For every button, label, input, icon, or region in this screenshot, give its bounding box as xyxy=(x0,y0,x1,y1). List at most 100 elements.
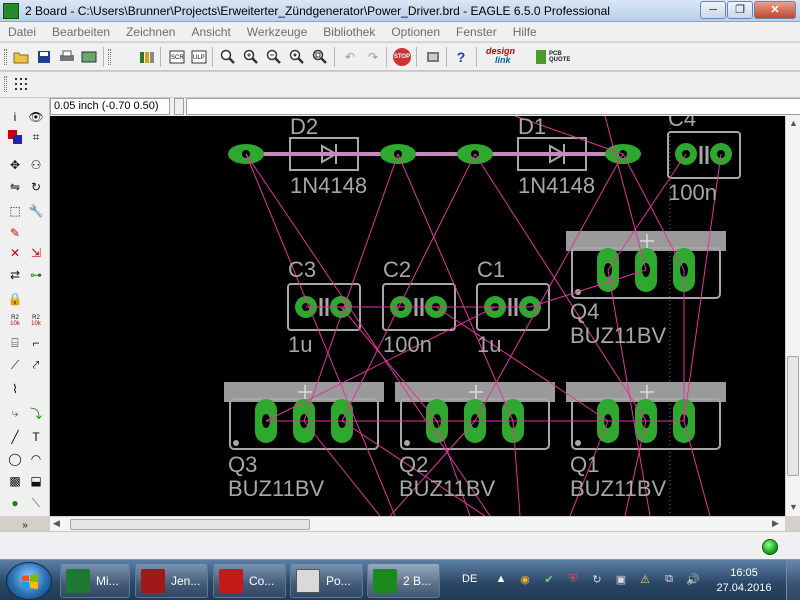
horizontal-scroll-thumb[interactable] xyxy=(70,519,310,530)
start-button[interactable] xyxy=(6,562,52,600)
rotate-icon[interactable]: ↻ xyxy=(30,180,42,194)
command-line-input[interactable] xyxy=(186,98,800,115)
mark-icon[interactable]: ⌗ xyxy=(32,129,40,144)
print-icon[interactable] xyxy=(58,48,76,66)
circle-icon[interactable]: ◯ xyxy=(8,452,22,466)
tray-check-icon[interactable]: ✔ xyxy=(544,573,554,586)
task-paint[interactable]: Jen... xyxy=(135,563,208,598)
undo-icon[interactable]: ↶ xyxy=(344,50,356,64)
tray-app-icon[interactable]: ◉ xyxy=(520,573,530,586)
script-icon[interactable]: SCR xyxy=(168,48,186,66)
redo-icon[interactable]: ↷ xyxy=(367,50,379,64)
route-icon[interactable]: ⤷ xyxy=(11,405,19,420)
minimize-button[interactable]: ─ xyxy=(700,1,726,19)
replace-icon[interactable]: ⊶ xyxy=(30,268,42,282)
eagle-app-icon[interactable] xyxy=(3,2,19,19)
vertical-scroll-thumb[interactable] xyxy=(787,356,799,476)
close-button[interactable]: ✕ xyxy=(754,1,796,19)
vertical-scrollbar[interactable]: ▲ ▼ xyxy=(785,116,800,516)
tray-expand-icon[interactable]: ▲ xyxy=(495,573,507,585)
tray-warning-icon[interactable]: ⚠ xyxy=(640,573,650,586)
zoom-fit-icon[interactable] xyxy=(219,48,237,66)
scroll-left-icon[interactable]: ◀ xyxy=(53,518,60,528)
menu-datei[interactable]: Datei xyxy=(8,24,37,39)
menu-fenster[interactable]: Fenster xyxy=(456,24,497,39)
miter-icon[interactable]: ⌐ xyxy=(32,336,40,350)
arc-icon[interactable]: ◠ xyxy=(30,452,42,466)
zoom-select-icon[interactable] xyxy=(311,48,329,66)
info-icon[interactable]: i xyxy=(13,110,17,124)
part-q2[interactable] xyxy=(395,382,555,450)
toolbox-expand-icon[interactable]: » xyxy=(22,519,28,531)
paste-icon[interactable]: ✎ xyxy=(9,226,21,240)
open-icon[interactable] xyxy=(12,48,30,66)
text-icon[interactable]: T xyxy=(32,430,40,444)
cam-processor-icon[interactable] xyxy=(80,48,98,66)
zoom-redraw-icon[interactable] xyxy=(288,48,306,66)
help-icon[interactable]: ? xyxy=(456,49,466,65)
scroll-right-icon[interactable]: ▶ xyxy=(772,518,779,528)
move-icon[interactable]: ✥ xyxy=(9,158,21,172)
mirror-icon[interactable]: ⇋ xyxy=(9,180,21,194)
toolbar-grip[interactable] xyxy=(108,49,111,65)
language-indicator[interactable]: DE xyxy=(462,573,478,585)
tray-security-icon[interactable]: ⛨ xyxy=(568,572,578,585)
menu-bearbeiten[interactable]: Bearbeiten xyxy=(52,24,111,39)
taskbar-clock[interactable]: 16:05 27.04.2016 xyxy=(712,566,776,596)
display-layers-icon[interactable] xyxy=(6,128,24,146)
menu-ansicht[interactable]: Ansicht xyxy=(191,24,231,39)
polygon-icon[interactable]: ⬓ xyxy=(30,474,42,488)
grid-icon[interactable] xyxy=(12,75,30,93)
tray-display-icon[interactable]: ▣ xyxy=(615,573,627,586)
zoom-out-icon[interactable] xyxy=(265,48,283,66)
rect-icon[interactable]: ▩ xyxy=(9,474,21,488)
copy-icon[interactable]: ⚇ xyxy=(30,158,42,172)
toolbar-grip[interactable] xyxy=(4,49,7,65)
pinswap-icon[interactable]: ⇄ xyxy=(9,268,21,282)
split-icon[interactable]: ⟋ xyxy=(10,357,20,372)
tray-update-icon[interactable]: ↻ xyxy=(592,573,602,586)
menu-zeichnen[interactable]: Zeichnen xyxy=(126,24,176,39)
pcb-quote-icon[interactable] xyxy=(536,50,546,64)
maximize-button[interactable]: ❐ xyxy=(727,1,753,19)
signal-icon[interactable]: ⟍ xyxy=(31,495,41,510)
part-c4[interactable] xyxy=(667,131,741,179)
menu-bibliothek[interactable]: Bibliothek xyxy=(323,24,376,39)
meander-icon[interactable]: ⌇ xyxy=(12,382,18,396)
show-icon[interactable]: 👁 xyxy=(28,110,44,124)
tray-volume-icon[interactable]: 🔊 xyxy=(686,573,700,586)
via-icon[interactable]: ● xyxy=(11,496,19,510)
add-icon[interactable]: ⇲ xyxy=(30,246,42,260)
toolbar-grip[interactable] xyxy=(4,76,7,92)
task-eagle-board[interactable]: 2 B... xyxy=(367,563,440,598)
optimize-icon[interactable]: ⤤ xyxy=(32,357,40,372)
task-eagle-schematic[interactable]: Po... xyxy=(290,563,363,598)
save-icon[interactable] xyxy=(35,48,53,66)
scroll-down-icon[interactable]: ▼ xyxy=(789,502,798,512)
task-excel[interactable]: Mi... xyxy=(60,563,130,598)
board-canvas[interactable]: D2 1N4148 D1 1N4148 C4 100n C3 1u C2 100… xyxy=(50,116,785,516)
group-icon[interactable]: ⬚ xyxy=(9,204,21,218)
menu-hilfe[interactable]: Hilfe xyxy=(512,24,537,39)
horizontal-scrollbar[interactable]: ◀ ▶ xyxy=(50,516,785,531)
go-icon[interactable] xyxy=(424,48,442,66)
ripup-icon[interactable]: ⤵ xyxy=(29,406,42,421)
run-ulp-icon[interactable]: ULP xyxy=(190,48,208,66)
scroll-up-icon[interactable]: ▲ xyxy=(789,118,798,128)
wire-icon[interactable]: ╱ xyxy=(11,430,19,444)
stop-icon[interactable]: STOP xyxy=(393,48,411,66)
zoom-in-icon[interactable] xyxy=(242,48,260,66)
menu-werkzeuge[interactable]: Werkzeuge xyxy=(246,24,308,39)
show-desktop-button[interactable] xyxy=(786,560,800,600)
task-corel[interactable]: Co... xyxy=(213,563,286,598)
use-library-icon[interactable] xyxy=(138,48,156,66)
change-icon[interactable]: 🔧 xyxy=(28,204,44,218)
tray-network-icon[interactable]: ⧉ xyxy=(665,572,673,585)
smash-icon[interactable]: ⌸ xyxy=(11,335,19,350)
lock-icon[interactable]: 🔒 xyxy=(7,292,23,306)
menu-optionen[interactable]: Optionen xyxy=(391,24,441,39)
delete-icon[interactable]: ✕ xyxy=(9,246,21,260)
